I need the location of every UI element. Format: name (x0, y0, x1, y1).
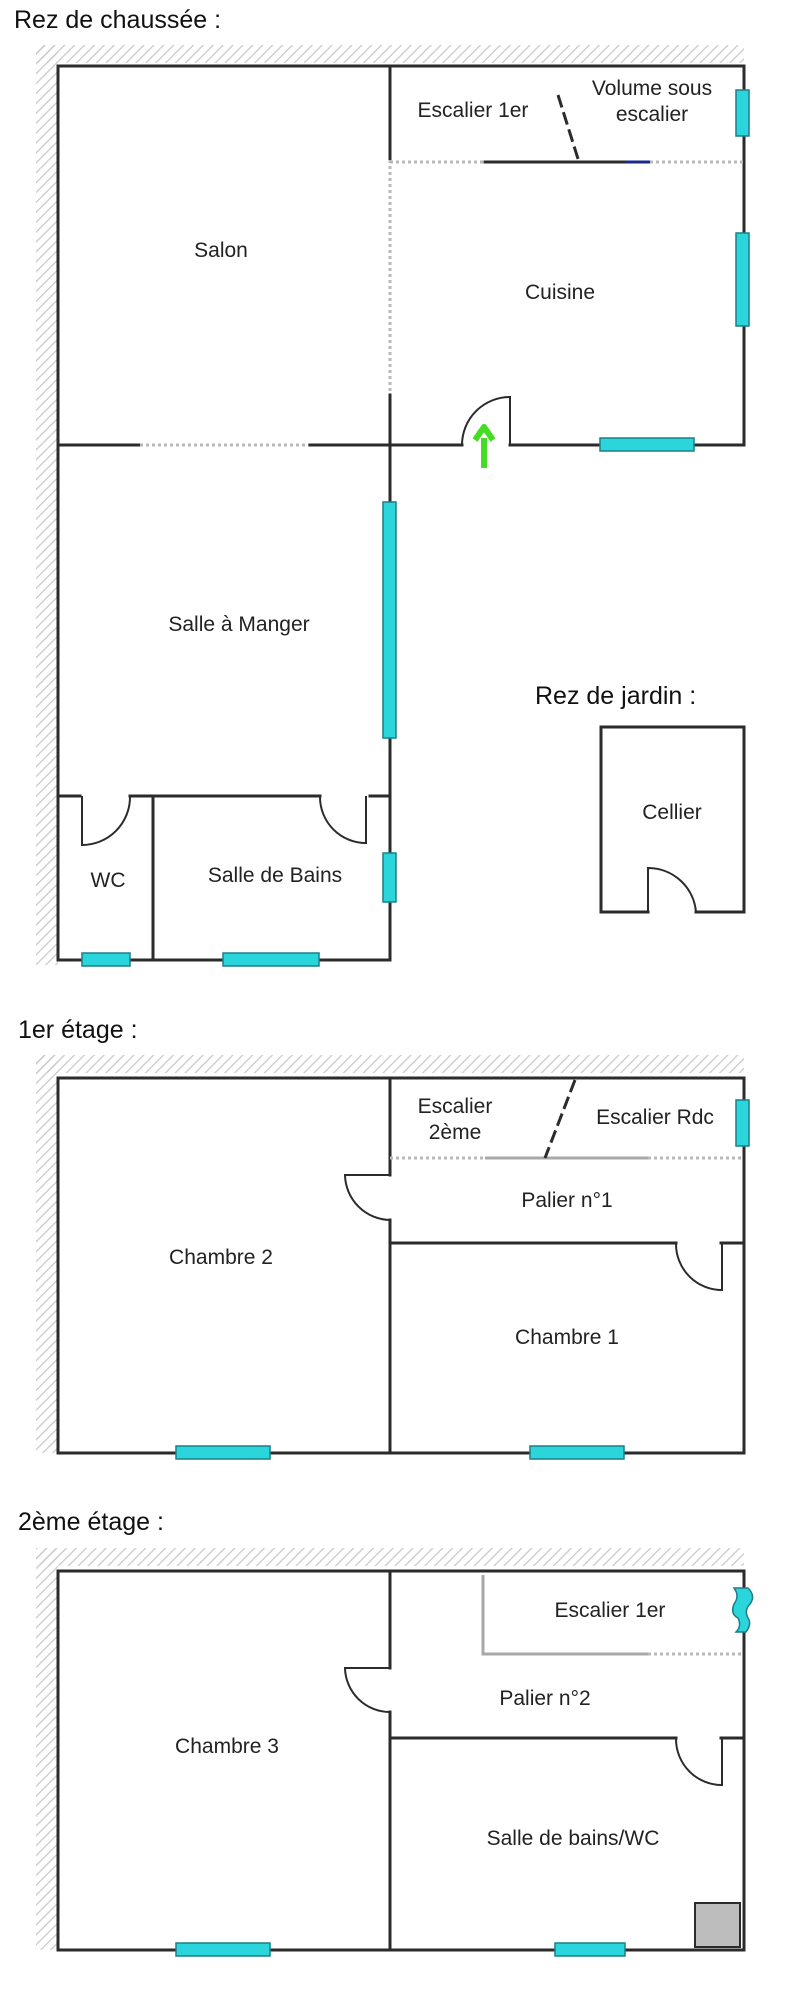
stair-divider (543, 1079, 577, 1159)
window (175, 1942, 271, 1957)
window (735, 1099, 750, 1147)
exterior-hatch-top (36, 1548, 744, 1566)
window (382, 852, 397, 903)
room-label-wc: WC (90, 868, 126, 892)
exterior-hatch-left (36, 45, 58, 965)
stair-edge (481, 1575, 648, 1656)
room-label-salle-de-bains: Salle de Bains (207, 863, 343, 887)
room-label-escalier-1er: Escalier 1er (417, 98, 529, 122)
volume-line-1: Volume sous (591, 76, 713, 100)
exterior-hatch-top (36, 45, 744, 63)
room-label-salle-a-manger: Salle à Manger (168, 612, 310, 636)
window (81, 952, 131, 967)
escalier-line-2: 2ème (428, 1121, 482, 1144)
cellier-door (647, 866, 697, 913)
room-label-cellier: Cellier (642, 800, 702, 824)
exterior-hatch-left (36, 1055, 58, 1453)
escalier-line-1: Escalier (417, 1094, 493, 1118)
room-label-cuisine: Cuisine (524, 280, 596, 304)
window (735, 232, 750, 327)
room-label-palier-2: Palier n°2 (499, 1686, 591, 1710)
stair-divider (556, 94, 581, 163)
volume-line-2: escalier (615, 103, 689, 126)
first-floor-plan (36, 1055, 750, 1460)
window (175, 1445, 271, 1460)
room-label-chambre-2: Chambre 2 (169, 1245, 273, 1269)
sdb-door (319, 796, 367, 845)
room-label-salon: Salon (194, 238, 248, 262)
window (554, 1942, 626, 1957)
window (382, 501, 397, 739)
window (599, 437, 695, 452)
chambre3-door (343, 1667, 391, 1713)
window (735, 89, 750, 137)
room-label-salle-de-bains-wc: Salle de bains/WC (486, 1826, 660, 1850)
window (222, 952, 320, 967)
window (529, 1445, 625, 1460)
first-floor-outline (56, 1076, 746, 1455)
room-label-chambre-1: Chambre 1 (515, 1325, 619, 1349)
second-floor-outline (56, 1569, 746, 1952)
exterior-hatch-left (36, 1548, 58, 1950)
exterior-hatch-top (36, 1055, 744, 1073)
heading-2eme-etage: 2ème étage : (18, 1508, 164, 1536)
room-label-escalier-2eme: Escalier 2ème (418, 1094, 493, 1147)
heading-rez-de-chaussee: Rez de chaussée : (14, 6, 222, 34)
entrance-arrow-icon (472, 424, 496, 468)
chambre1-door (675, 1243, 723, 1292)
heading-rez-de-jardin: Rez de jardin : (535, 682, 697, 710)
room-label-escalier-1er-2: Escalier 1er (554, 1598, 666, 1622)
shower-tray (694, 1902, 741, 1948)
sdb-door (675, 1738, 723, 1787)
second-floor-plan (36, 1548, 754, 1957)
garden-level-plan (599, 725, 746, 914)
ground-floor-plan (36, 45, 750, 967)
wc-door (81, 796, 131, 847)
chambre2-door (343, 1174, 391, 1221)
room-label-escalier-rdc: Escalier Rdc (596, 1105, 714, 1129)
cellier-walls (599, 725, 746, 914)
room-label-palier-1: Palier n°1 (521, 1188, 613, 1212)
room-label-chambre-3: Chambre 3 (175, 1734, 279, 1758)
heading-1er-etage: 1er étage : (18, 1016, 138, 1044)
window (731, 1587, 754, 1633)
entrance-door (461, 395, 511, 446)
room-label-volume-sous-escalier: Volume sous escalier (592, 76, 712, 129)
